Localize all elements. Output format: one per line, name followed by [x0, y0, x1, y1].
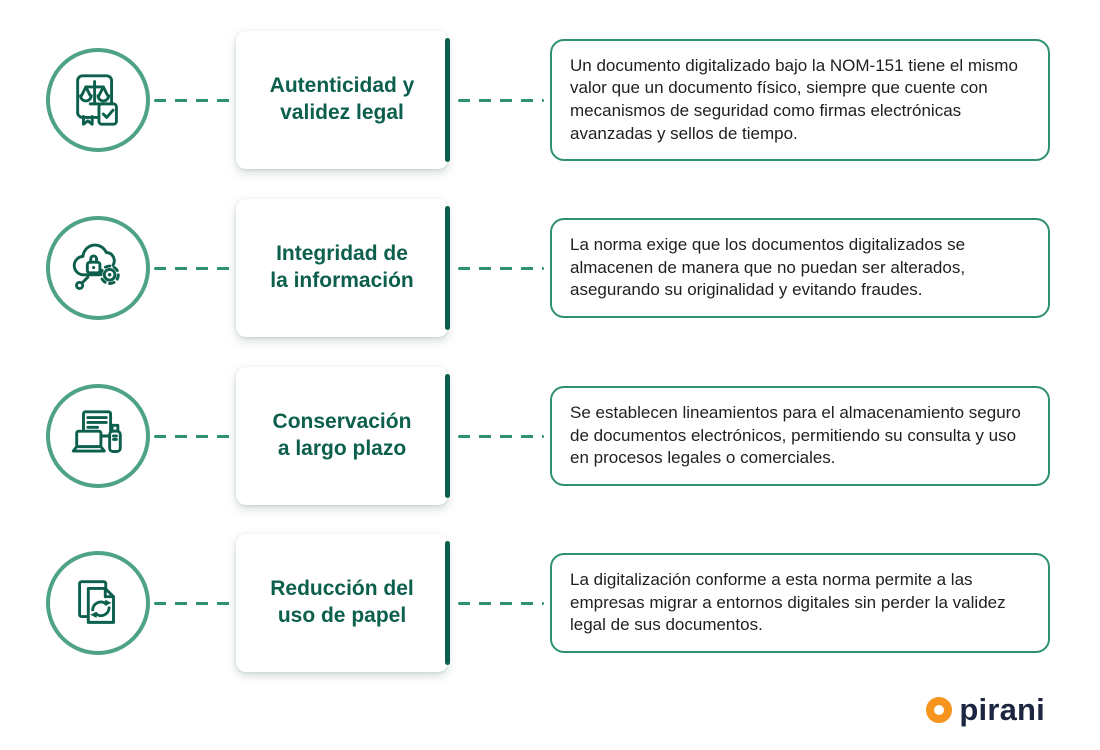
feature-title-box: Integridad de la información: [236, 199, 450, 337]
dashed-connector: [458, 98, 544, 102]
title-accent-bar: [445, 38, 450, 162]
dashed-connector: [458, 266, 544, 270]
dashed-connector: [458, 601, 544, 605]
pirani-logo-text: pirani: [959, 692, 1045, 727]
feature-row-reduccion: Reducción del uso de papel La digitaliza…: [0, 528, 1100, 678]
feature-description: La norma exige que los documentos digita…: [550, 218, 1050, 318]
feature-description: Se establecen lineamientos para el almac…: [550, 386, 1050, 486]
dashed-connector: [154, 601, 232, 605]
pirani-logo-icon: [926, 697, 953, 723]
dashed-connector: [154, 266, 232, 270]
feature-title-text: Integridad de la información: [270, 242, 414, 292]
feature-title-box: Autenticidad y validez legal: [236, 31, 450, 169]
feature-description: Un documento digitalizado bajo la NOM-15…: [550, 38, 1050, 162]
feature-title-text: Autenticidad y validez legal: [269, 74, 415, 124]
documents-storage-icon: [71, 410, 122, 453]
feature-description: La digitalización conforme a esta norma …: [550, 553, 1050, 653]
pirani-logo: pirani: [926, 692, 1045, 728]
icon-circle: [46, 48, 150, 152]
legal-scales-document-icon: [76, 74, 118, 126]
cloud-lock-gear-icon: [72, 243, 120, 290]
icon-circle: [46, 384, 150, 488]
feature-row-integridad: Integridad de la información La norma ex…: [0, 193, 1100, 343]
title-accent-bar: [445, 541, 450, 665]
feature-row-autenticidad: Autenticidad y validez legal Un document…: [0, 25, 1100, 175]
title-accent-bar: [445, 374, 450, 498]
feature-row-conservacion: Conservación a largo plazo Se establecen…: [0, 361, 1100, 511]
icon-circle: [46, 551, 150, 655]
paper-recycle-icon: [78, 580, 115, 624]
dashed-connector: [458, 434, 544, 438]
feature-title-box: Reducción del uso de papel: [236, 534, 450, 672]
dashed-connector: [154, 98, 232, 102]
feature-title-text: Reducción del uso de papel: [270, 577, 414, 627]
icon-circle: [46, 216, 150, 320]
dashed-connector: [154, 434, 232, 438]
feature-title-box: Conservación a largo plazo: [236, 367, 450, 505]
feature-title-text: Conservación a largo plazo: [272, 410, 412, 460]
title-accent-bar: [445, 206, 450, 330]
